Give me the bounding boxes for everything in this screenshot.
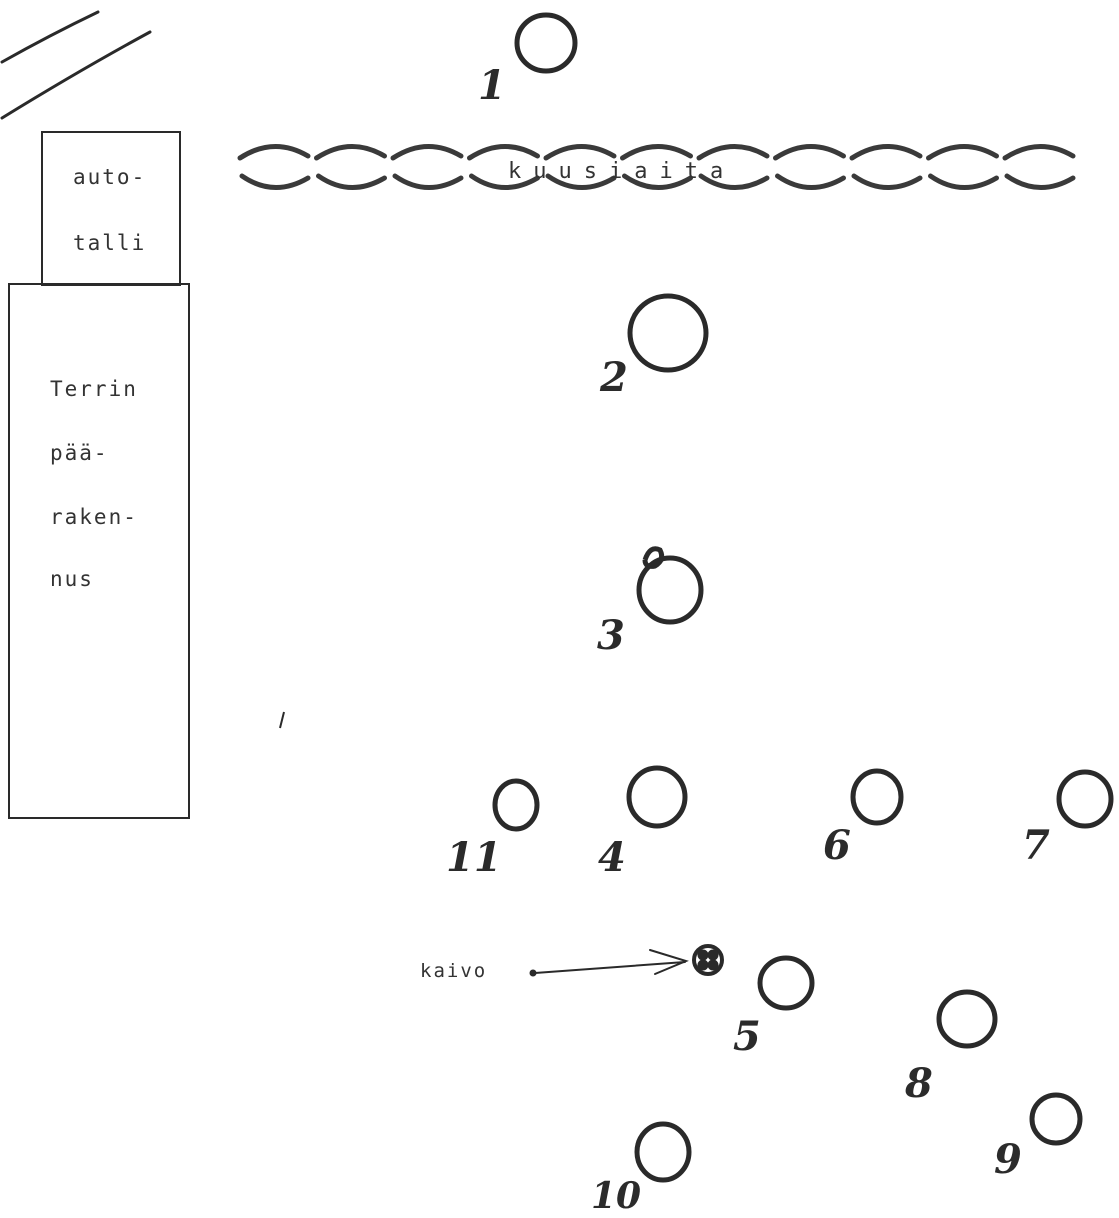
tree-6 xyxy=(850,768,904,826)
hedge-arc-top xyxy=(467,144,540,161)
hedge-arc-bottom xyxy=(775,173,846,190)
hedge-arc-top xyxy=(543,144,617,161)
garage-building: auto- talli xyxy=(41,131,181,286)
tree-3 xyxy=(636,555,704,625)
hedge-arc-bottom xyxy=(469,173,540,190)
tree-9 xyxy=(1029,1092,1083,1146)
tree-5 xyxy=(757,955,815,1011)
hedge-arc-bottom xyxy=(622,173,693,190)
hedge-arc-bottom xyxy=(1004,173,1076,190)
main-building-label-line2: pää- xyxy=(50,441,109,465)
hedge-arc-top xyxy=(620,144,693,161)
hedge-label: kuusiaita xyxy=(508,159,736,184)
tree-number-2: 2 xyxy=(600,354,628,401)
tree-number-11: 11 xyxy=(446,834,502,881)
tree-number-9: 9 xyxy=(994,1136,1022,1183)
garage-label-line2: talli xyxy=(73,231,147,255)
hedge-arc-bottom xyxy=(851,173,923,190)
hedge-arc-bottom xyxy=(239,173,311,190)
tree-number-8: 8 xyxy=(905,1060,933,1107)
hedge-arc-bottom xyxy=(545,173,617,190)
main-building-label-line3: raken- xyxy=(50,505,138,529)
tree-2 xyxy=(627,293,709,373)
hedge-arc-top xyxy=(237,144,311,161)
tree-number-3: 3 xyxy=(597,612,625,659)
tree-number-1: 1 xyxy=(478,62,506,109)
tree-8 xyxy=(936,989,998,1049)
tree-number-5: 5 xyxy=(733,1013,761,1060)
tree-3-knot xyxy=(642,546,665,569)
hedge-arc-top xyxy=(849,144,923,161)
tree-1 xyxy=(514,12,578,74)
tree-number-6: 6 xyxy=(823,822,851,869)
hedge-arc-top xyxy=(696,144,770,161)
tree-4 xyxy=(626,765,688,829)
hedge-arc-bottom xyxy=(698,173,770,190)
tree-10 xyxy=(634,1121,692,1183)
tree-number-7: 7 xyxy=(1022,822,1050,869)
main-building-label-line1: Terrin xyxy=(50,377,138,401)
tree-11 xyxy=(492,778,540,832)
hedge-arc-top xyxy=(926,144,999,161)
garage-label-line1: auto- xyxy=(73,165,147,189)
road-lines xyxy=(0,10,152,120)
stray-mark xyxy=(279,711,285,729)
hedge-arc-bottom xyxy=(316,173,387,190)
well-label: kaivo xyxy=(420,960,488,982)
tree-7 xyxy=(1056,769,1114,829)
tree-number-4: 4 xyxy=(598,834,626,881)
hedge-arc-top xyxy=(1002,144,1076,161)
main-building: Terrin pää- raken- nus xyxy=(8,283,190,819)
hedge-arc-top xyxy=(390,144,464,161)
main-building-label-line4: nus xyxy=(50,567,94,591)
well-symbol xyxy=(692,944,724,976)
well-arrow xyxy=(529,949,689,977)
hedge-arc-top xyxy=(773,144,846,161)
hedge-arc-bottom xyxy=(928,173,999,190)
tree-number-10: 10 xyxy=(591,1175,642,1217)
trees xyxy=(492,12,1114,1183)
hedge-arc-bottom xyxy=(392,173,464,190)
hedge-kuusiaita xyxy=(237,144,1076,190)
hedge-arc-top xyxy=(314,144,387,161)
